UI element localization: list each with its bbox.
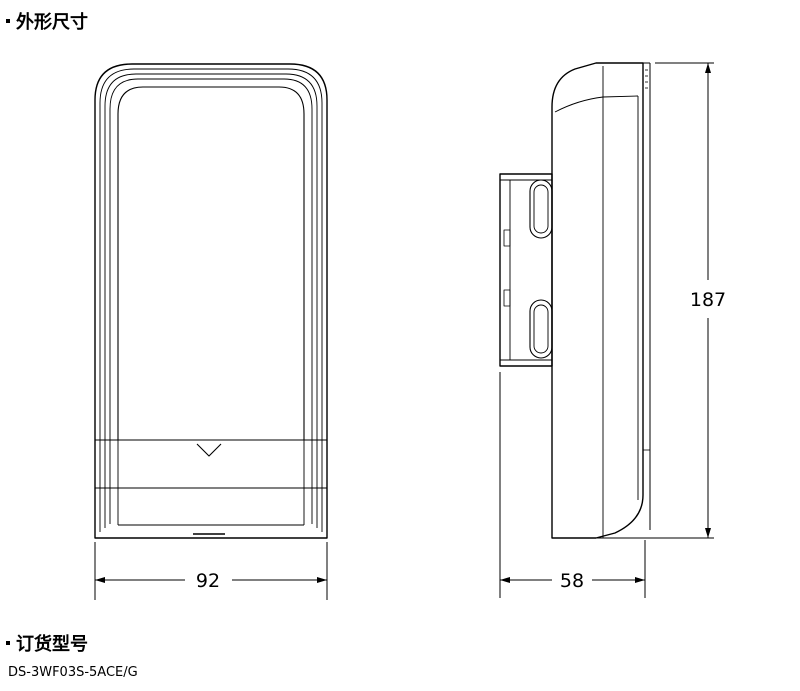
- dimensions-title-text: 外形尺寸: [16, 12, 88, 33]
- side-view: [499, 62, 651, 539]
- bullet-icon: [6, 641, 10, 645]
- arrowheads: [95, 63, 711, 583]
- bullet-icon: [6, 19, 10, 23]
- width-dimension-label: 92: [196, 570, 220, 592]
- order-section-title: 订货型号: [6, 634, 88, 656]
- height-dimension-label: 187: [690, 289, 726, 311]
- order-title-text: 订货型号: [16, 634, 88, 655]
- dimension-lines: [94, 62, 714, 600]
- depth-dimension-label: 58: [560, 570, 584, 592]
- model-number: DS-3WF03S-5ACE/G: [8, 665, 138, 680]
- dimensions-section-title: 外形尺寸: [6, 12, 88, 34]
- front-view: [94, 63, 328, 539]
